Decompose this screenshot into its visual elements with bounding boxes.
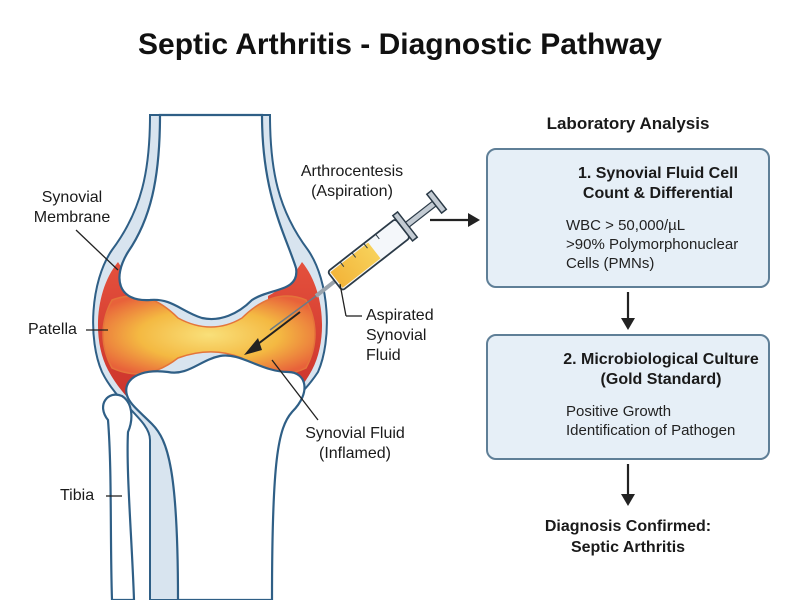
- label-synovial-fluid-line2: (Inflamed): [318, 445, 392, 462]
- step2-culture-box: 2. Microbiological Culture (Gold Standar…: [486, 334, 770, 460]
- step2-details: Positive Growth Identification of Pathog…: [566, 402, 735, 440]
- conclusion-line2: Septic Arthritis: [570, 539, 686, 556]
- label-synovial-membrane: Synovial Membrane: [20, 188, 124, 228]
- label-synovial-membrane-line2: Membrane: [33, 209, 111, 226]
- femur-bone: [118, 113, 298, 321]
- label-patella: Patella: [28, 321, 77, 338]
- step1-title-line2: Count & Differential: [582, 185, 734, 202]
- step2-title-line2: (Gold Standard): [600, 371, 722, 388]
- flow-arrowhead-1-to-2: [621, 318, 635, 330]
- label-synovial-membrane-line1: Synovial: [41, 189, 103, 206]
- step1-cell-count-box: 1. Synovial Fluid Cell Count & Different…: [486, 148, 770, 288]
- step1-title-line1: 1. Synovial Fluid Cell: [577, 165, 739, 182]
- step2-growth-line: Positive Growth: [566, 403, 672, 420]
- label-aspirated-fluid-line1: Aspirated: [366, 307, 434, 324]
- leader-lines: [75, 229, 362, 497]
- step2-title: 2. Microbiological Culture (Gold Standar…: [554, 350, 768, 390]
- diagnosis-conclusion: Diagnosis Confirmed: Septic Arthritis: [508, 516, 748, 558]
- step1-pmn-line2: Cells (PMNs): [566, 255, 655, 272]
- syringe-icon: [314, 189, 448, 298]
- label-arthrocentesis-line1: Arthrocentesis: [300, 163, 404, 180]
- conclusion-line1: Diagnosis Confirmed:: [544, 518, 712, 535]
- flow-arrowhead-2-to-final: [621, 494, 635, 506]
- step1-details: WBC > 50,000/µL >90% Polymorphonuclear C…: [566, 216, 738, 273]
- aspiration-arrowhead: [244, 338, 262, 355]
- label-arthrocentesis-line2: (Aspiration): [311, 183, 393, 200]
- label-synovial-fluid-line1: Synovial Fluid: [305, 425, 405, 442]
- fibula-bone: [102, 393, 136, 600]
- label-aspirated-fluid: Aspirated Synovial Fluid: [366, 306, 434, 366]
- page-title: Septic Arthritis - Diagnostic Pathway: [138, 28, 662, 61]
- step1-title: 1. Synovial Fluid Cell Count & Different…: [552, 164, 764, 204]
- synovial-fluid-region: [102, 295, 316, 375]
- label-aspirated-fluid-line2: Synovial: [366, 327, 427, 344]
- label-tibia: Tibia: [60, 487, 95, 504]
- flow-arrowhead-to-lab: [468, 213, 480, 227]
- label-synovial-fluid: Synovial Fluid (Inflamed): [290, 424, 420, 464]
- step1-pmn-line: >90% Polymorphonuclear: [566, 236, 739, 253]
- label-arthrocentesis: Arthrocentesis (Aspiration): [282, 162, 422, 202]
- label-aspirated-fluid-line3: Fluid: [366, 347, 401, 364]
- lab-analysis-heading: Laboratory Analysis: [546, 114, 710, 133]
- tibia-bone: [125, 354, 306, 600]
- needle: [269, 295, 317, 331]
- step1-wbc-line: WBC > 50,000/µL: [566, 217, 686, 234]
- step2-title-line1: 2. Microbiological Culture: [563, 351, 759, 368]
- step2-pathogen-line: Identification of Pathogen: [566, 422, 736, 439]
